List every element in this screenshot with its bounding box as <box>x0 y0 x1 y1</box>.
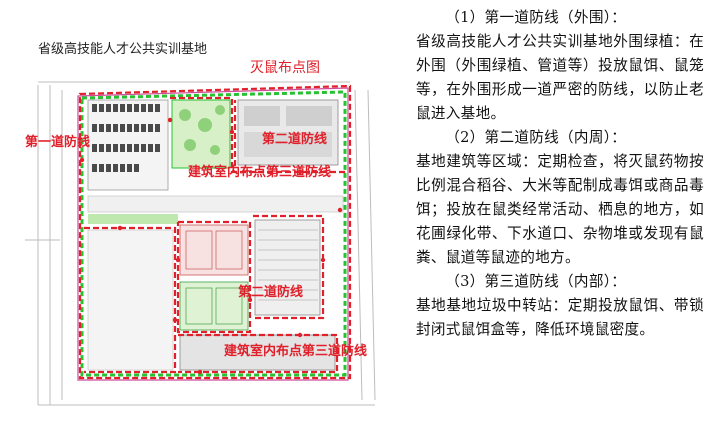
p3-heading: （3）第三道防线（内部）： <box>445 273 627 290</box>
p1-body: 省级高技能人才公共实训基地外围绿植：在外围（外围绿植、管道等）投放鼠饵、鼠笼等，… <box>416 33 704 122</box>
sports-courts <box>179 224 249 331</box>
p2-body: 基地建筑等区域：定期检查，将灭鼠药物按比例混合稻谷、大米等配制成毒饵或商品毒饵；… <box>416 153 704 266</box>
p3-body: 基地基地垃圾中转站：定期投放鼠饵、带锁封闭式鼠饵盒等，降低环境鼠密度。 <box>416 297 704 338</box>
label-second-line-mid: 第二道防线 <box>238 285 304 300</box>
building-top-right <box>237 99 339 166</box>
red-defence-lines <box>78 84 352 380</box>
map-title: 灭鼠布点图 <box>250 60 320 76</box>
label-outer-line: 第一道防线 <box>25 135 91 150</box>
figure-cell: 省级高技能人才公共实训基地 灭鼠布点图 第一道防线 第二道防线 建筑室内布点第三… <box>25 0 405 423</box>
bait-points <box>79 117 343 375</box>
label-second-line-top: 第二道防线 <box>262 132 328 147</box>
outer-greenbelt-line <box>80 90 347 377</box>
building-bottom <box>179 334 336 371</box>
left-service-area <box>87 229 174 371</box>
site-plan-diagram <box>25 81 376 406</box>
description-cell: （1）第一道防线（外围）： 省级高技能人才公共实训基地外围绿植：在外围（外围绿植… <box>406 0 710 423</box>
site-title: 省级高技能人才公共实训基地 <box>38 42 208 57</box>
inner-road <box>87 195 344 213</box>
p2-heading: （2）第二道防线（内周）： <box>445 129 627 146</box>
label-indoor-third-line-top: 建筑室内布点第三道防线 <box>188 165 332 180</box>
parking-lot <box>87 99 169 191</box>
green-band <box>88 214 178 224</box>
p1-heading: （1）第一道防线（外围）： <box>445 9 627 26</box>
label-indoor-third-line-bottom: 建筑室内布点第三道防线 <box>224 344 368 359</box>
garden-area <box>171 99 231 169</box>
site-boundary <box>77 87 349 381</box>
road-network <box>25 81 376 406</box>
central-building <box>254 219 321 316</box>
